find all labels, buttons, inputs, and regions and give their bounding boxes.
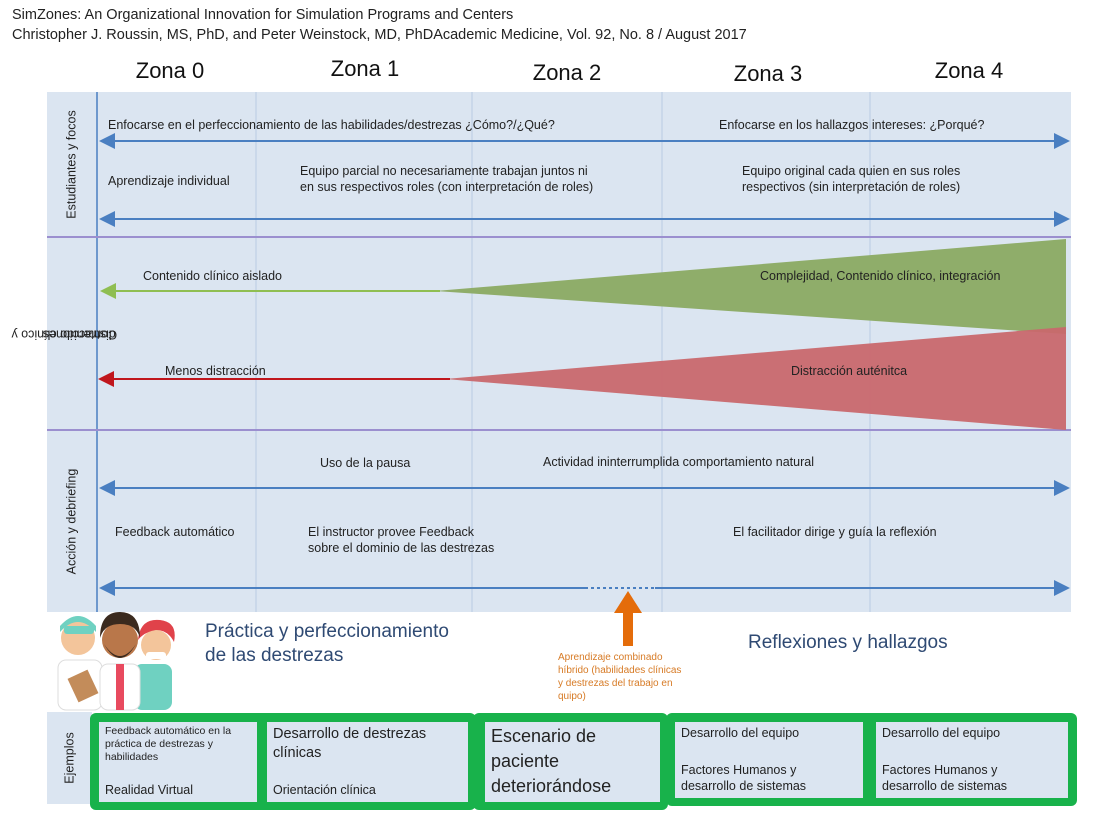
reflection-title: Reflexiones y hallazgos — [748, 632, 948, 653]
hybrid-arrow-icon — [614, 591, 642, 646]
examples-label: Ejemplos — [47, 712, 92, 804]
uninterrupted-text: Actividad ininterrumplida comportamiento… — [543, 455, 814, 469]
zone-3-heading: Zona 3 — [733, 61, 803, 86]
pause-text: Uso de la pausa — [320, 456, 411, 470]
row-label-action: Acción y debriefing — [64, 468, 79, 574]
medical-team-illustration — [57, 612, 175, 711]
partial-team-text: Equipo parcial no necesariamente trabaja… — [300, 164, 594, 194]
example-box-team-development-2: Desarrollo del equipo Factores Humanos y… — [876, 722, 1068, 798]
zone-0-heading: Zona 0 — [135, 58, 205, 83]
authentic-distraction-text: Distracción auténitca — [791, 364, 908, 378]
row-label-students: Estudiantes y focos — [64, 110, 79, 219]
less-distraction-text: Menos distracción — [165, 364, 266, 378]
isolated-content-text: Contenido clínico aislado — [143, 269, 282, 283]
citation-title: SimZones: An Organizational Innovation f… — [12, 7, 514, 23]
auto-feedback-text: Feedback automático — [115, 525, 235, 539]
distraction-wedge — [445, 327, 1066, 430]
zone-1-heading: Zona 1 — [330, 56, 400, 81]
focus-findings-text: Enfocarse en los hallazgos intereses: ¿P… — [719, 118, 985, 132]
complexity-wedge — [435, 239, 1066, 334]
zone-4-heading: Zona 4 — [934, 58, 1004, 83]
facilitator-text: El facilitador dirige y guía la reflexió… — [733, 525, 937, 539]
example-box-team-development-1: Desarrollo del equipo Factores Humanos y… — [675, 722, 863, 798]
complexity-text: Complejidad, Contenido clínico, integrac… — [760, 269, 1001, 283]
focus-skills-text: Enfocarse en el perfeccionamiento de las… — [108, 118, 555, 132]
zone-2-heading: Zona 2 — [532, 60, 602, 85]
citation-authors: Christopher J. Roussin, MS, PhD, and Pet… — [12, 27, 747, 43]
individual-learning-text: Aprendizaje individual — [108, 174, 230, 188]
